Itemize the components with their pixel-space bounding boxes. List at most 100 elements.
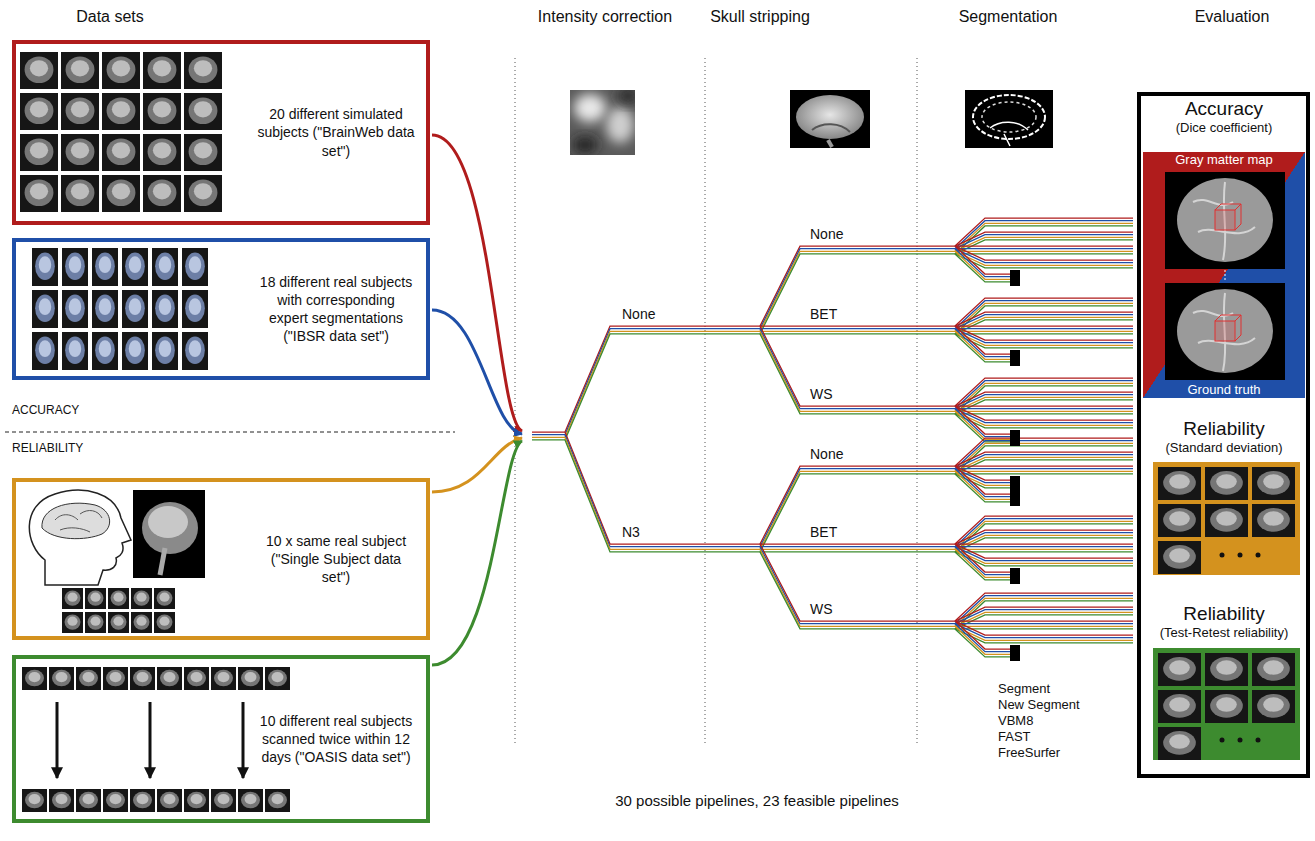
comparison-link: [1225, 270, 1226, 282]
icon-blob: [573, 137, 597, 153]
thumbnail-brain: [194, 60, 212, 76]
thumbnail-brain: [194, 101, 212, 117]
column-heading: Segmentation: [957, 8, 1060, 26]
thumbnail-head: [1210, 508, 1243, 532]
evaluation-section: Reliability(Standard deviation): [1143, 418, 1305, 578]
dataset-box: 10 x same real subject ("Single Subject …: [12, 478, 430, 640]
thumbnail-background: [211, 667, 236, 690]
pipeline-line: [955, 552, 1133, 566]
thumbnail-head: [187, 792, 206, 809]
pipeline-line: [955, 301, 1133, 329]
dot: [1220, 738, 1225, 743]
thumbnail-head: [133, 670, 152, 687]
dataset-box: 20 different simulated subjects ("BrainW…: [12, 40, 430, 225]
scan-thumbnail: [92, 248, 118, 286]
scan-thumbnail: [184, 52, 222, 89]
scan-thumbnails: [20, 52, 1295, 812]
evaluation-section: Reliability(Test-Retest reliability): [1143, 603, 1305, 763]
pipeline-line: [955, 331, 1133, 345]
thumbnail-head: [134, 591, 150, 606]
pipeline-line: [760, 546, 955, 547]
pipeline-line: [955, 471, 1133, 472]
thumbnail-head: [65, 615, 81, 630]
thumbnail-head: [1163, 508, 1196, 532]
mri-image: [133, 490, 205, 578]
thumbnail-head: [95, 337, 115, 364]
thumbnail-background: [62, 332, 88, 370]
pipeline-line: [955, 543, 1133, 544]
thumbnail-background: [1158, 727, 1201, 760]
thumbnail-brain: [159, 617, 169, 626]
column-heading: Intensity correction: [536, 8, 674, 26]
scan-thumbnail: [152, 290, 178, 328]
pipeline-line: [955, 254, 1133, 268]
thumbnail-head: [187, 670, 206, 687]
pipeline-line: [955, 551, 1133, 552]
column-heading: Evaluation: [1193, 8, 1272, 26]
scan-thumbnail: [62, 612, 83, 633]
thumbnail-brain: [99, 340, 111, 357]
pipeline-line: [955, 246, 1010, 274]
thumbnail-brain: [189, 298, 201, 315]
thumbnail-brain: [30, 101, 48, 117]
pipeline-line: [760, 325, 955, 326]
section-heading: Reliability: [1143, 603, 1305, 625]
thumbnail-background: [143, 52, 181, 89]
thumbnail-head: [155, 337, 175, 364]
thumbnail-background: [76, 789, 101, 812]
thumbnail-brain: [71, 142, 89, 158]
merge-arrow: [432, 310, 522, 434]
scan-thumbnail: [143, 52, 181, 89]
branch-label: WS: [808, 601, 835, 617]
pipeline-line: [532, 431, 565, 432]
thumbnail-brain: [71, 101, 89, 117]
infeasible-marker: [1010, 350, 1020, 366]
thumbnail-head: [106, 792, 125, 809]
panel-caption: Gray matter map: [1143, 152, 1305, 168]
pipeline-line: [955, 248, 1133, 249]
pipeline-line: [955, 411, 1010, 439]
pipeline-line: [955, 629, 1010, 657]
thumbnail-background: [131, 588, 152, 609]
thumbnail-background: [20, 93, 58, 130]
thumbnail-brain: [1169, 474, 1190, 489]
thumbnail-head: [185, 337, 205, 364]
brain-rendering: [1165, 172, 1285, 269]
infeasible-marker: [1010, 270, 1020, 286]
pipeline-line: [955, 552, 1010, 580]
pipeline-line: [532, 434, 565, 435]
comparison-panel: Gray matter mapGround truth: [1143, 152, 1305, 398]
thumbnail-background: [22, 667, 47, 690]
pipeline-line: [955, 405, 1133, 406]
thumbnail-head: [1210, 471, 1243, 495]
brain-outline: [42, 503, 110, 539]
scan-thumbnail: [122, 248, 148, 286]
pipeline-line: [532, 439, 565, 440]
scan-thumbnail: [1158, 541, 1201, 574]
bias-field-icon: [570, 90, 635, 155]
scan-thumbnail: [122, 332, 148, 370]
thumbnail-head: [88, 591, 104, 606]
thumbnail-brain: [1263, 697, 1284, 712]
pipeline-line: [955, 334, 1133, 348]
thumbnail-head: [1163, 694, 1196, 718]
scan-thumbnail: [154, 612, 175, 633]
pipeline-line: [955, 326, 1010, 354]
scan-thumbnail: [92, 290, 118, 328]
thumbnail-head: [214, 792, 233, 809]
pipeline-line: [955, 466, 1010, 494]
scan-thumbnail: [32, 248, 58, 286]
thumbnail-brain: [69, 340, 81, 357]
thumbnail-head: [1163, 471, 1196, 495]
scan-thumbnail: [20, 52, 58, 89]
thumbnail-background: [184, 52, 222, 89]
thumbnail-background: [76, 667, 101, 690]
pipeline-line: [955, 251, 1133, 252]
thumbnail-background: [20, 52, 58, 89]
pipeline-line: [955, 411, 1133, 425]
thumbnail-brain: [29, 672, 41, 682]
method-name: FreeSurfer: [996, 746, 1062, 761]
pipeline-line: [955, 254, 1010, 282]
scan-thumbnail: [157, 667, 182, 690]
thumbnail-brain: [272, 794, 284, 804]
